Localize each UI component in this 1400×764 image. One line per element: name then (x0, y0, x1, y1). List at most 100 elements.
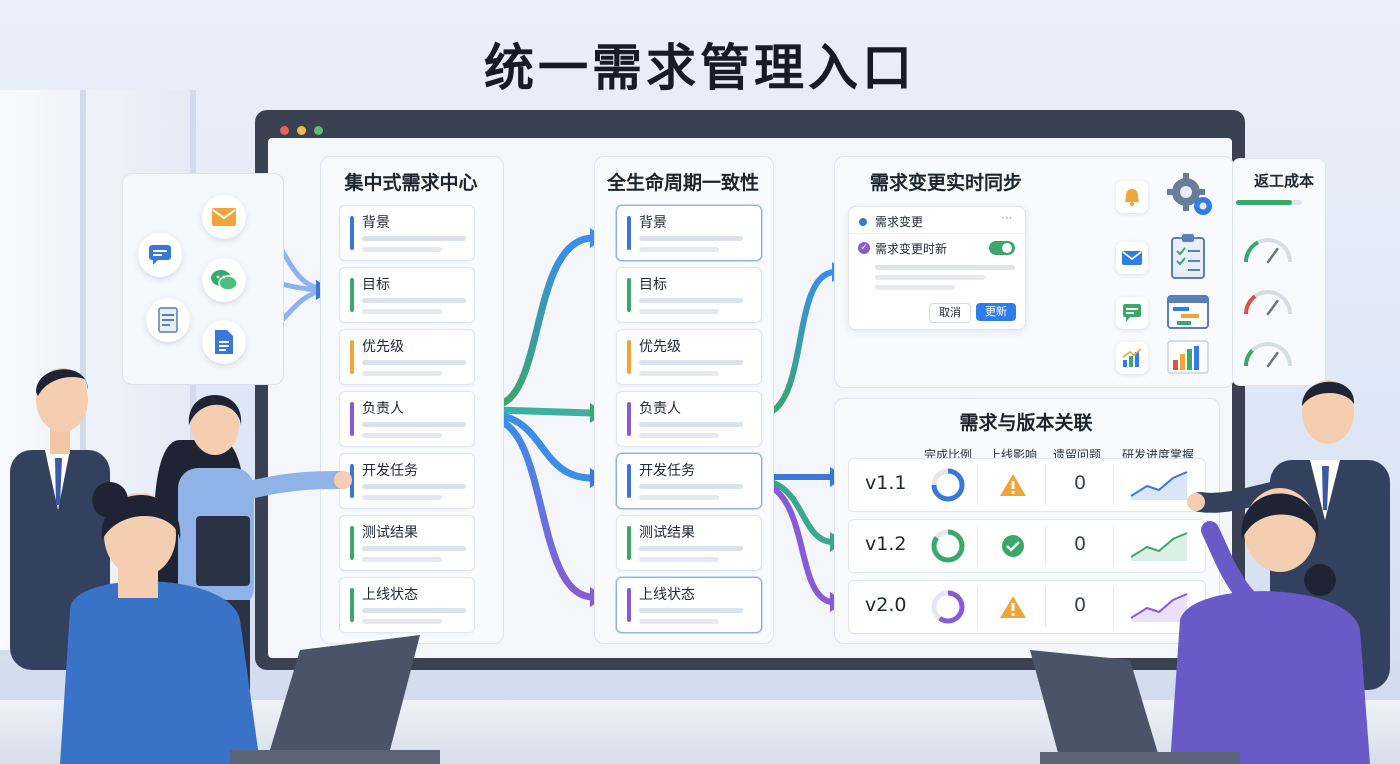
version-name: v1.1 (865, 472, 907, 494)
version-name: v1.2 (865, 533, 907, 555)
warning-icon (1000, 596, 1026, 618)
card-accent (627, 340, 631, 374)
google-doc-icon[interactable] (202, 320, 246, 364)
wechat-icon[interactable] (202, 258, 246, 302)
card-label: 负责人 (362, 401, 404, 417)
window-minimize-dot[interactable] (297, 126, 306, 135)
card-accent (627, 526, 631, 560)
team-left-illustration (10, 368, 440, 764)
chart-icon[interactable] (1116, 342, 1148, 374)
card-accent (627, 464, 631, 498)
progress-trend (1130, 471, 1188, 500)
dialog-title: 需求变更 (875, 215, 924, 229)
check-icon (1002, 535, 1024, 557)
mail-icon[interactable] (202, 195, 246, 239)
gauge-arc (1244, 294, 1257, 315)
central-center-title: 集中式需求中心 (344, 172, 478, 194)
toggle-label: 需求变更时新 (875, 242, 948, 256)
gauge-needle (1266, 247, 1279, 264)
card-accent (627, 216, 631, 250)
more-icon[interactable]: ··· (1001, 211, 1013, 225)
card-label: 上线状态 (362, 587, 418, 603)
gantt-icon[interactable] (1167, 293, 1209, 333)
central-item-card[interactable]: 测试结果 (339, 515, 475, 571)
card-label: 测试结果 (639, 525, 695, 541)
lifecycle-item-card[interactable]: 开发任务 (616, 453, 762, 509)
card-label: 背景 (639, 215, 667, 231)
central-item-card[interactable]: 目标 (339, 267, 475, 323)
gear-icon[interactable] (1166, 172, 1216, 222)
card-label: 开发任务 (639, 463, 695, 479)
gauge-track (1244, 238, 1292, 263)
versions-title: 需求与版本关联 (959, 412, 1093, 434)
gauge-track (1244, 290, 1292, 315)
card-accent (627, 402, 631, 436)
card-accent (350, 464, 354, 498)
card-label: 背景 (362, 215, 390, 231)
card-label: 优先级 (362, 339, 404, 355)
update-button[interactable]: 更新 (976, 303, 1016, 321)
gauge-arc (1244, 240, 1260, 263)
bell-icon[interactable] (1116, 181, 1148, 213)
card-accent (350, 216, 354, 250)
issue-count: 0 (1073, 594, 1087, 616)
card-label: 开发任务 (362, 463, 418, 479)
lifecycle-item-card[interactable]: 上线状态 (616, 577, 762, 633)
card-accent (350, 402, 354, 436)
window-close-dot[interactable] (280, 126, 289, 135)
document-icon[interactable] (146, 298, 190, 342)
lifecycle-item-card[interactable]: 测试结果 (616, 515, 762, 571)
progress-trend (1130, 593, 1188, 622)
version-row[interactable]: v2.0 0 (848, 580, 1206, 634)
card-label: 上线状态 (639, 587, 695, 603)
rework-progress-track (1236, 200, 1302, 205)
seated-woman-laptop (60, 482, 440, 764)
central-item-card[interactable]: 负责人 (339, 391, 475, 447)
central-item-card[interactable]: 上线状态 (339, 577, 475, 633)
completion-ring (931, 590, 965, 624)
chat-icon[interactable] (138, 233, 182, 277)
rework-progress-fill (1236, 200, 1293, 205)
message-icon[interactable] (1116, 297, 1148, 329)
card-label: 优先级 (639, 339, 681, 355)
bar-chart-icon[interactable] (1167, 340, 1209, 378)
seated-woman-right (1030, 488, 1370, 764)
gauge-needle (1266, 299, 1279, 316)
lifecycle-item-card[interactable]: 目标 (616, 267, 762, 323)
rework-title: 返工成本 (1253, 172, 1314, 190)
version-row[interactable]: v1.2 0 (848, 519, 1206, 573)
card-accent (350, 278, 354, 312)
issue-count: 0 (1073, 472, 1087, 494)
issue-count: 0 (1073, 533, 1087, 555)
page-title: 统一需求管理入口 (484, 39, 916, 97)
lifecycle-item-card[interactable]: 负责人 (616, 391, 762, 447)
version-name: v2.0 (865, 594, 907, 616)
completion-ring (931, 468, 965, 502)
cancel-button[interactable]: 取消 (929, 303, 971, 323)
card-accent (627, 588, 631, 622)
status-dot (859, 218, 867, 226)
central-item-card[interactable]: 优先级 (339, 329, 475, 385)
warning-icon (1000, 474, 1026, 496)
card-accent (627, 278, 631, 312)
lifecycle-item-card[interactable]: 背景 (616, 205, 762, 261)
card-accent (350, 526, 354, 560)
lifecycle-title: 全生命周期一致性 (606, 172, 759, 194)
rework-gauges (1243, 238, 1292, 368)
check-circle-icon: ✓ (858, 242, 870, 254)
card-accent (350, 340, 354, 374)
sync-title: 需求变更实时同步 (869, 172, 1022, 194)
card-label: 目标 (362, 277, 390, 293)
sync-toggle[interactable] (989, 241, 1015, 255)
progress-trend (1130, 532, 1188, 561)
card-accent (350, 588, 354, 622)
central-item-card[interactable]: 背景 (339, 205, 475, 261)
version-row[interactable]: v1.1 0 (848, 458, 1206, 512)
window-zoom-dot[interactable] (314, 126, 323, 135)
checklist-icon[interactable] (1170, 233, 1206, 283)
gauge-arc (1243, 348, 1254, 367)
completion-ring (931, 529, 965, 563)
mail-notify-icon[interactable] (1116, 242, 1148, 274)
lifecycle-item-card[interactable]: 优先级 (616, 329, 762, 385)
card-label: 负责人 (639, 401, 681, 417)
